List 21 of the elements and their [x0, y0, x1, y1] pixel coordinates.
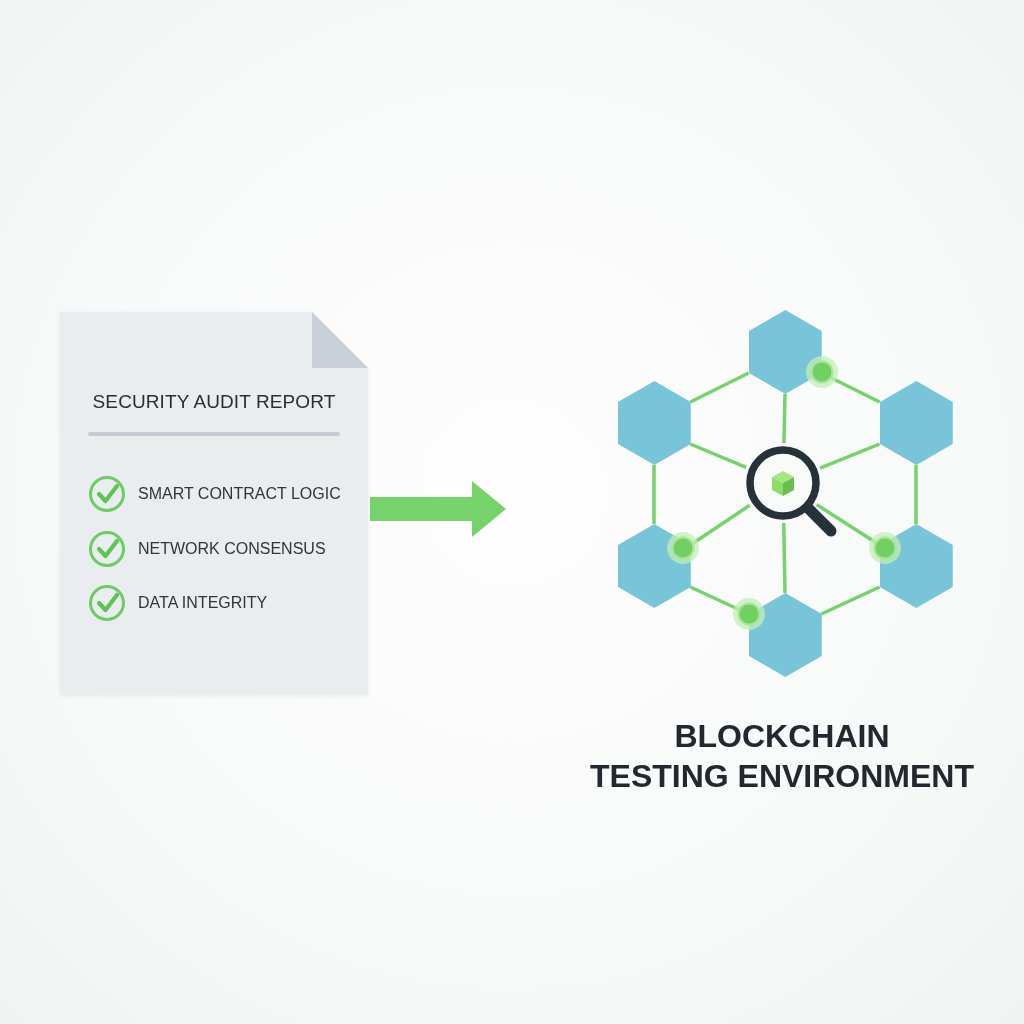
magnifying-glass-icon — [746, 446, 838, 538]
hexagon — [879, 381, 953, 465]
checklist-item: NETWORK CONSENSUS — [138, 538, 326, 559]
connector-line — [782, 393, 787, 444]
caption-text: BLOCKCHAIN TESTING ENVIRONMENT — [590, 717, 974, 796]
document — [60, 312, 368, 695]
checklist-item: DATA INTEGRITY — [138, 593, 268, 613]
connector-line — [819, 442, 881, 470]
connector-line — [689, 371, 750, 404]
connector-line — [914, 465, 918, 524]
hexagon — [879, 524, 953, 608]
connector-line — [820, 585, 881, 616]
checklist-item: SMART CONTRACT LOGIC — [138, 484, 341, 504]
arrow — [370, 481, 506, 537]
document-title: SECURITY AUDIT REPORT — [92, 391, 336, 413]
hexagon — [748, 593, 822, 677]
hexagon — [748, 310, 822, 394]
connector-line — [782, 522, 787, 594]
connector-line — [689, 442, 747, 470]
hexagon — [617, 381, 691, 465]
connector-line — [652, 465, 656, 524]
